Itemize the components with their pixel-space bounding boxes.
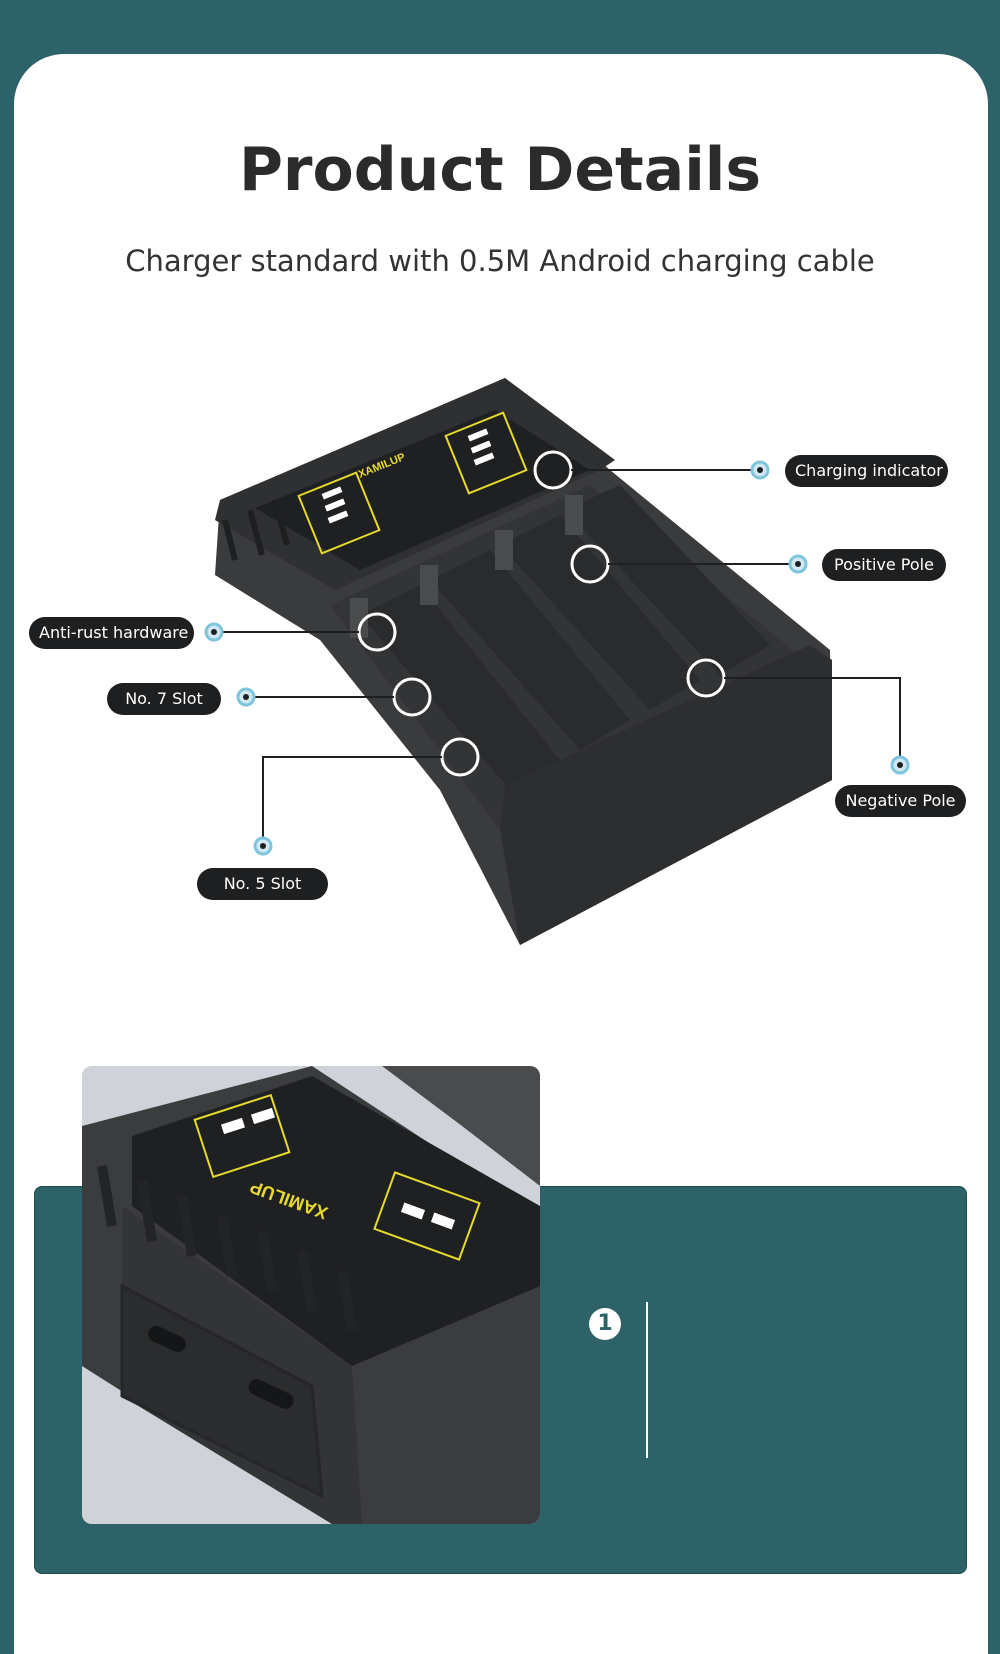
page-subtitle: Charger standard with 0.5M Android charg…	[125, 244, 875, 278]
charger-body: XAMILUP	[215, 378, 832, 945]
charger-illustration: XAMILUP	[204, 378, 910, 945]
negative-pole-label: Negative Pole	[835, 785, 966, 817]
anti-rust-hardware-label: Anti-rust hardware	[29, 617, 194, 649]
step-number-badge: 1	[589, 1308, 621, 1340]
charging-indicator-label: Charging indicator	[785, 455, 948, 487]
page-title: Product Details	[238, 135, 762, 205]
callout-lines	[214, 469, 901, 838]
no-5-slot-label: No. 5 Slot	[197, 868, 328, 900]
charger-closeup-illustration: XAMILUP	[82, 1066, 540, 1524]
callout-dots	[204, 460, 910, 856]
positive-pole-label: Positive Pole	[822, 549, 946, 581]
step-divider-line	[646, 1302, 648, 1458]
charger-closeup-photo: XAMILUP	[82, 1066, 540, 1524]
no-7-slot-label: No. 7 Slot	[107, 683, 221, 715]
product-diagram: XAMILUP	[0, 360, 1000, 960]
